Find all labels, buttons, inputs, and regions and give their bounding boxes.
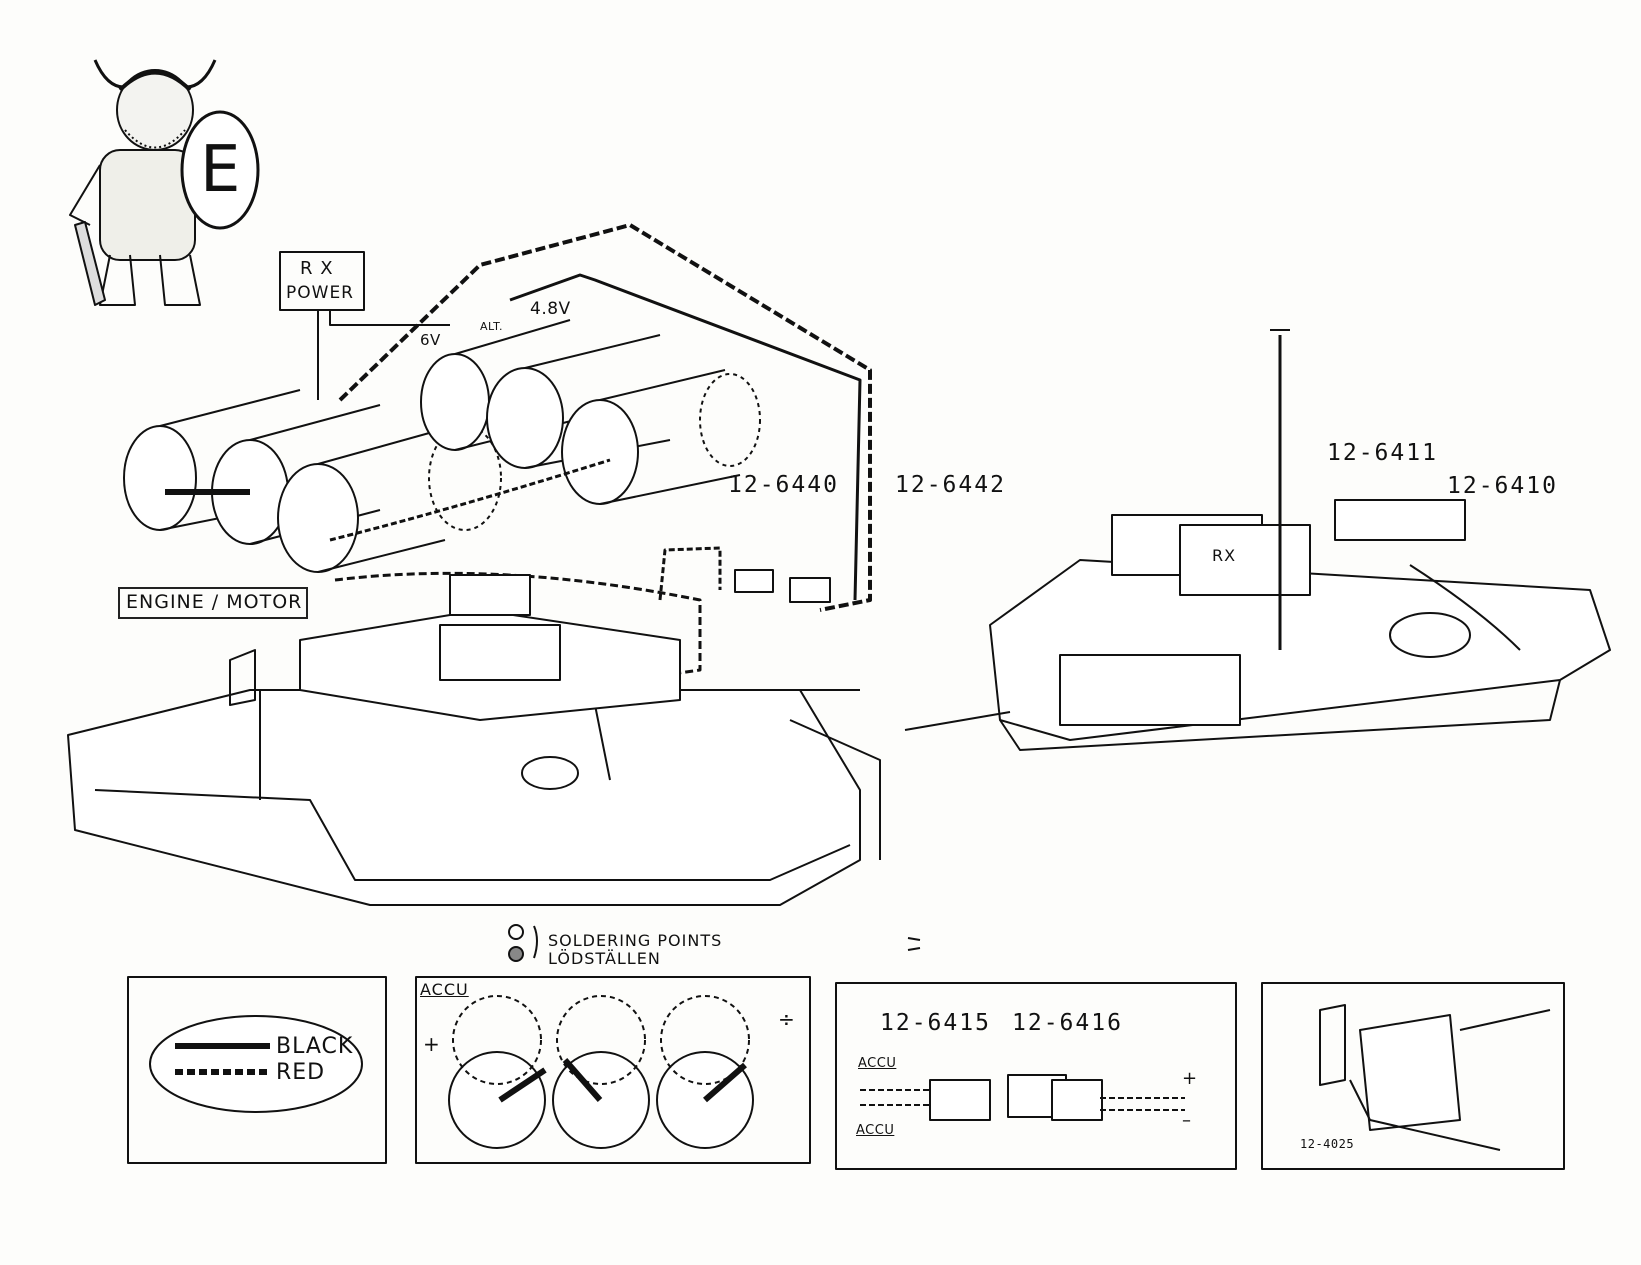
part-12-6411: 12-6411 (1327, 440, 1438, 466)
viking-mascot-icon (69, 59, 260, 306)
connector-plus-sign: + (1182, 1068, 1199, 1089)
connector-accu-bottom: ACCU (856, 1123, 895, 1138)
soldering-points-label: SOLDERING POINTS (548, 931, 723, 950)
part-12-6410: 12-6410 (1447, 473, 1558, 499)
legend-black-label: BLACK (276, 1034, 354, 1059)
part-12-4025: 12-4025 (1300, 1137, 1355, 1151)
engine-motor-label: ENGINE / MOTOR (126, 591, 303, 613)
solder-point-icon (508, 924, 524, 940)
legend-red-label: RED (276, 1060, 326, 1085)
part-12-6442: 12-6442 (895, 472, 1006, 498)
accu-minus-sign: ÷ (778, 1007, 796, 1031)
part-12-6440: 12-6440 (728, 472, 839, 498)
connector-minus-sign: – (1182, 1110, 1192, 1131)
left-battery-pack (123, 319, 761, 573)
accu-plus-sign: + (423, 1032, 441, 1056)
voltage-4-8v-label: 4.8V (530, 299, 571, 319)
badge-letter: E (200, 133, 241, 207)
rx-power-box (279, 251, 365, 311)
rx-power-line1: R X (300, 258, 334, 279)
solder-point-filled-icon (508, 946, 524, 962)
engine-motor-tag (118, 587, 308, 619)
voltage-6v-label: 6V (420, 331, 441, 349)
right-boat (904, 329, 1611, 751)
rx-power-line2: POWER (286, 283, 354, 303)
lodstallen-label: LÖDSTÄLLEN (548, 949, 661, 968)
left-boat-hull (67, 569, 881, 906)
rx-label: RX (1212, 546, 1237, 565)
alt-label: ALT. (480, 320, 504, 333)
accu-panel-title: ACCU (420, 980, 469, 999)
part-12-6416: 12-6416 (1012, 1010, 1123, 1036)
connector-accu-top: ACCU (858, 1056, 897, 1071)
part-12-6415: 12-6415 (880, 1010, 991, 1036)
